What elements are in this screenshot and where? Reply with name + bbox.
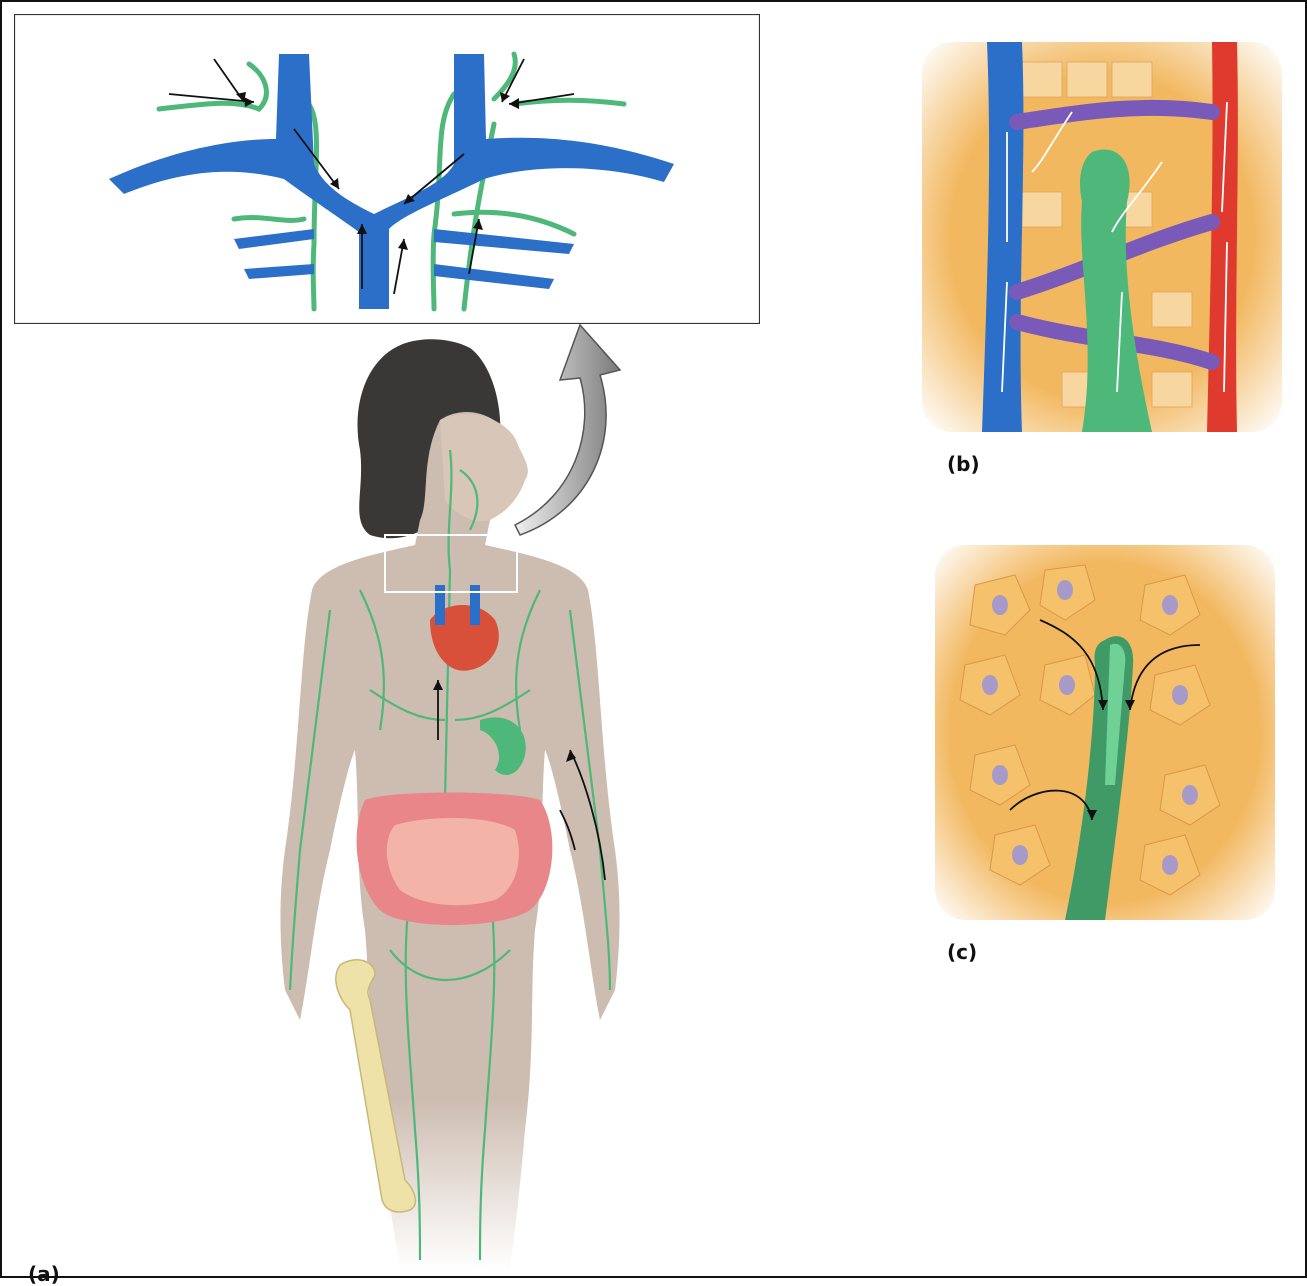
face — [440, 414, 528, 521]
capillary-bed-illustration — [922, 42, 1282, 432]
lymphatic-capillary-closeup — [935, 545, 1275, 920]
body-lymphatic-system — [270, 330, 630, 1270]
panel-label-a: (a) — [28, 1262, 60, 1286]
inset-venous-junction — [14, 14, 760, 324]
panel-label-b: (b) — [947, 452, 980, 476]
small-intestine — [387, 818, 519, 905]
panel-label-c: (c) — [947, 940, 977, 964]
